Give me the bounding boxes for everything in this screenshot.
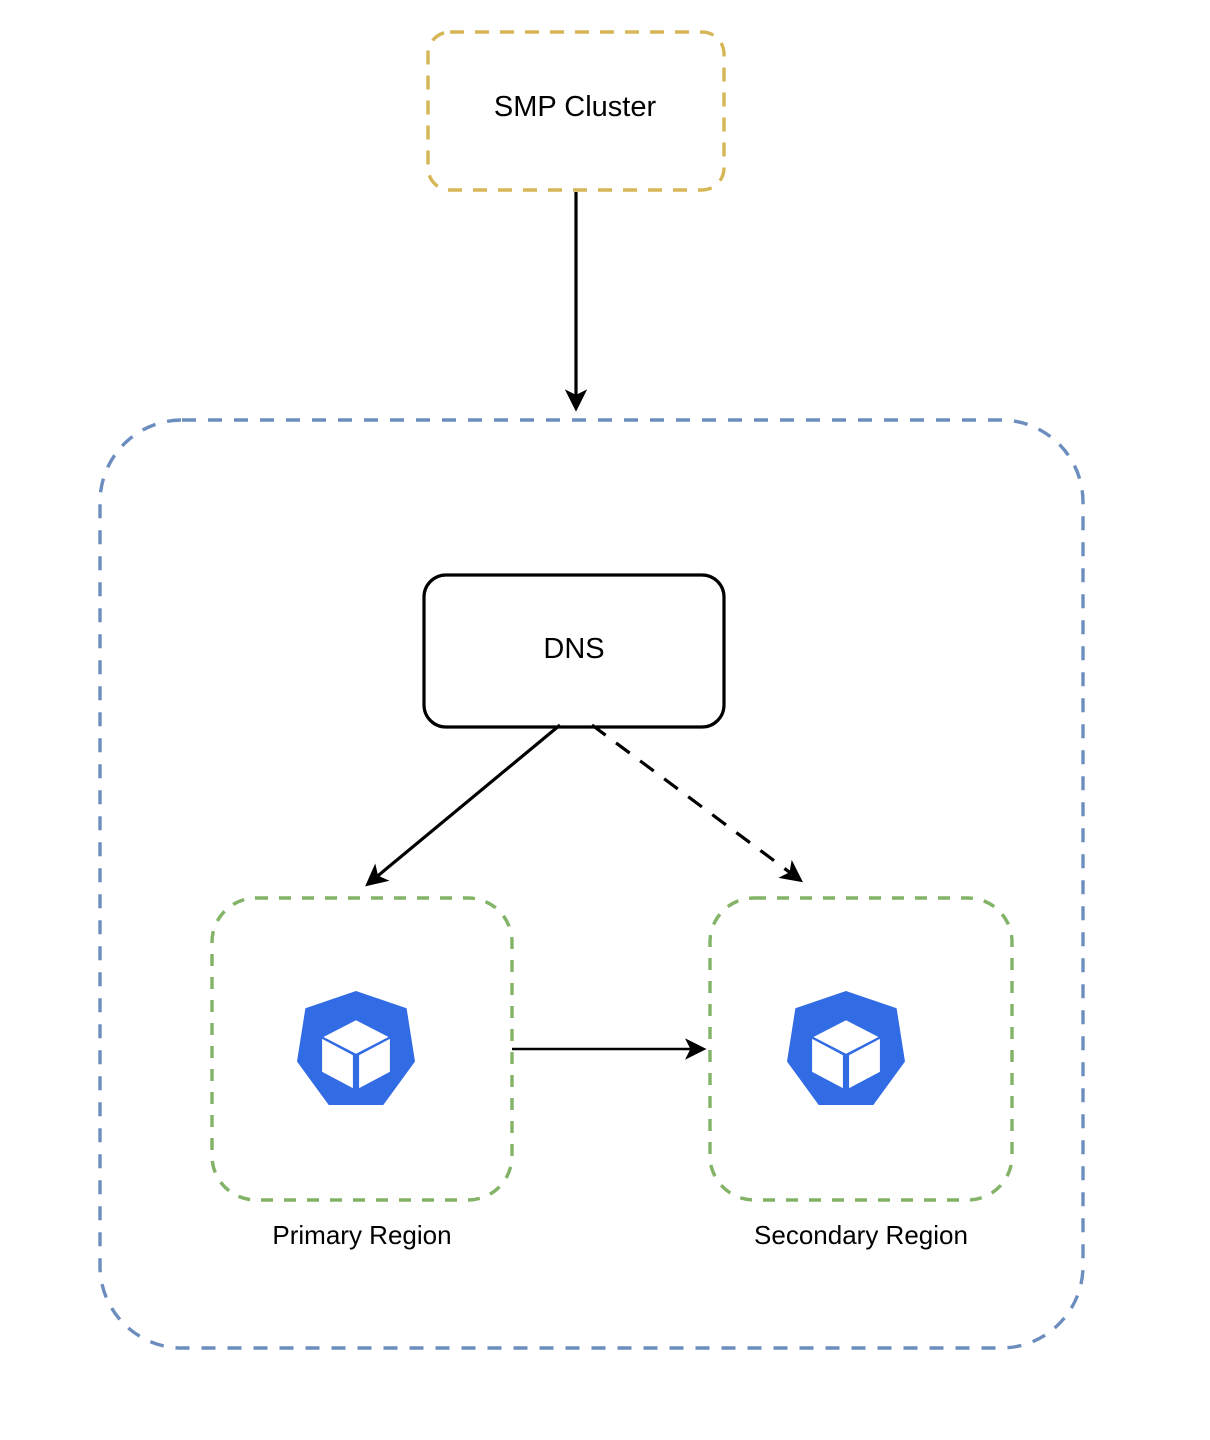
edge-dns-to-secondary[interactable] — [591, 723, 803, 883]
dns-box[interactable] — [422, 573, 726, 729]
kubernetes-icon[interactable] — [787, 991, 905, 1105]
dns-label: DNS — [543, 633, 605, 665]
cloud-platform-container[interactable] — [98, 418, 1085, 1350]
edge-dns-to-primary[interactable] — [365, 723, 562, 887]
kubernetes-icon[interactable] — [297, 991, 415, 1105]
primary-region-label: Primary Region — [272, 1220, 452, 1250]
smp-cluster-box[interactable] — [426, 30, 726, 192]
secondary-region-label: Secondary Region — [754, 1220, 968, 1250]
smp-cluster-label: SMP Cluster — [493, 91, 657, 123]
